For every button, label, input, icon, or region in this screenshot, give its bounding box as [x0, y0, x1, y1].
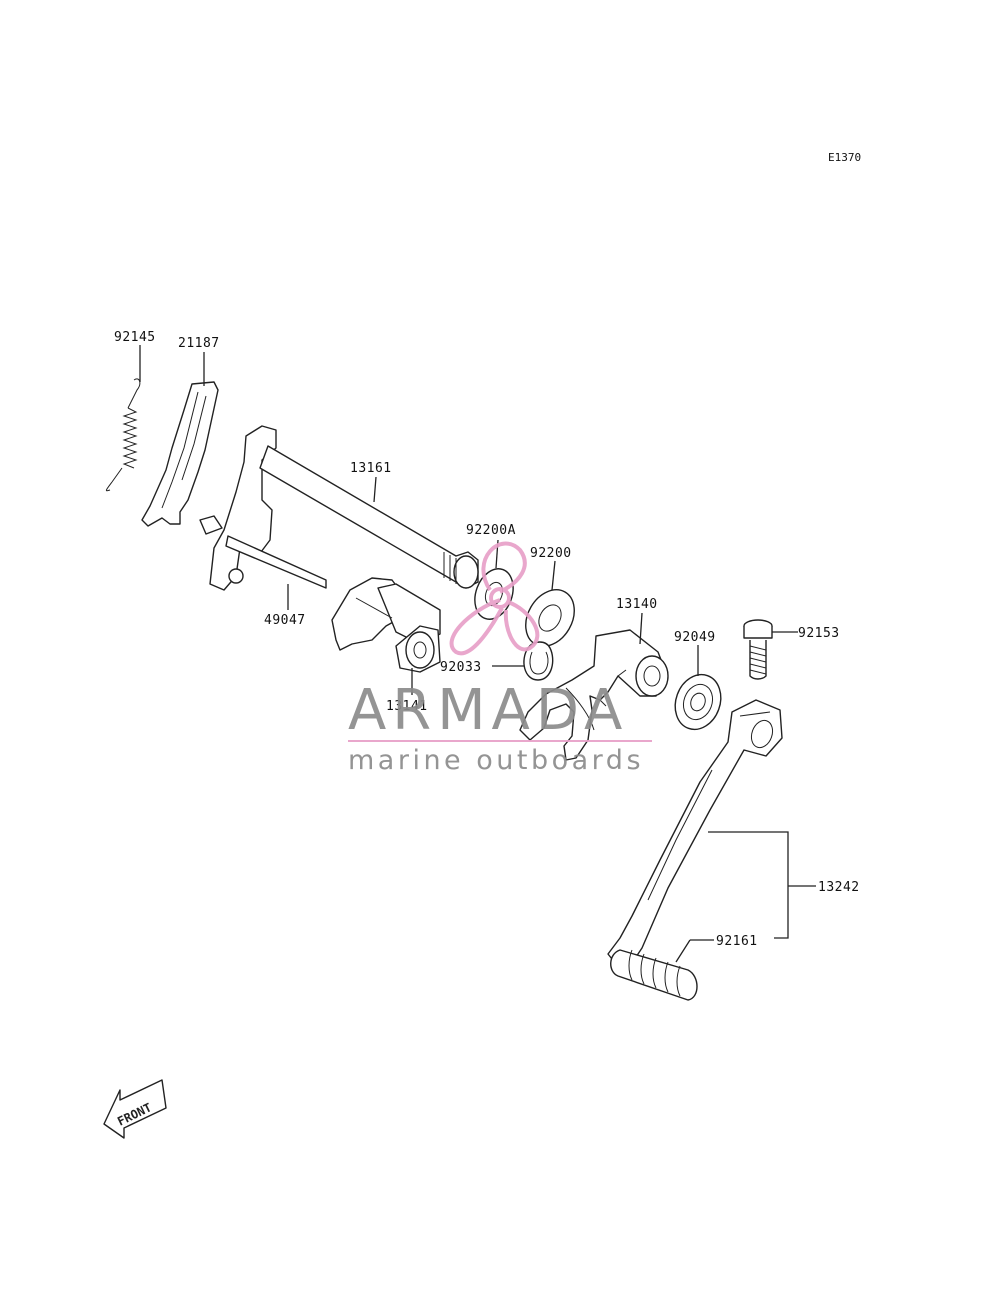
part-92049-oil-seal[interactable]	[668, 668, 728, 736]
label-13161: 13161	[350, 461, 392, 476]
label-21187: 21187	[178, 336, 220, 351]
propeller-logo	[449, 541, 540, 656]
part-92033-circlip[interactable]	[523, 641, 554, 681]
label-13242: 13242	[818, 880, 860, 895]
part-21187-plate[interactable]	[141, 381, 219, 527]
part-92200-washer[interactable]	[516, 581, 584, 655]
part-13140-shift-lever[interactable]	[519, 629, 669, 761]
front-arrow: FRONT	[103, 1079, 167, 1139]
watermark-brand: ARMADA	[348, 678, 628, 743]
watermark: ARMADA marine outboards	[348, 541, 652, 776]
leader-lines	[139, 345, 816, 963]
label-92145: 92145	[114, 330, 156, 345]
label-92049: 92049	[674, 630, 716, 645]
label-49047: 49047	[264, 613, 306, 628]
label-92033: 92033	[440, 660, 482, 675]
part-92145-spring[interactable]	[105, 378, 141, 492]
part-92161-pedal-rubber[interactable]	[610, 949, 698, 1001]
part-13141-collar[interactable]	[395, 625, 441, 673]
label-13141: 13141	[386, 699, 428, 714]
label-92161: 92161	[716, 934, 758, 949]
label-92200A: 92200A	[466, 523, 516, 538]
label-13140: 13140	[616, 597, 658, 612]
part-13242-shift-pedal[interactable]	[607, 699, 783, 965]
part-labels: 92145 21187 13161 92200A 92200 49047 131…	[114, 330, 860, 949]
label-92200: 92200	[530, 546, 572, 561]
part-13161-shift-shaft[interactable]	[199, 425, 479, 591]
part-92153-bolt[interactable]	[743, 619, 773, 680]
diagram-code: E1370	[828, 151, 861, 164]
watermark-tagline: marine outboards	[348, 745, 644, 776]
label-92153: 92153	[798, 626, 840, 641]
